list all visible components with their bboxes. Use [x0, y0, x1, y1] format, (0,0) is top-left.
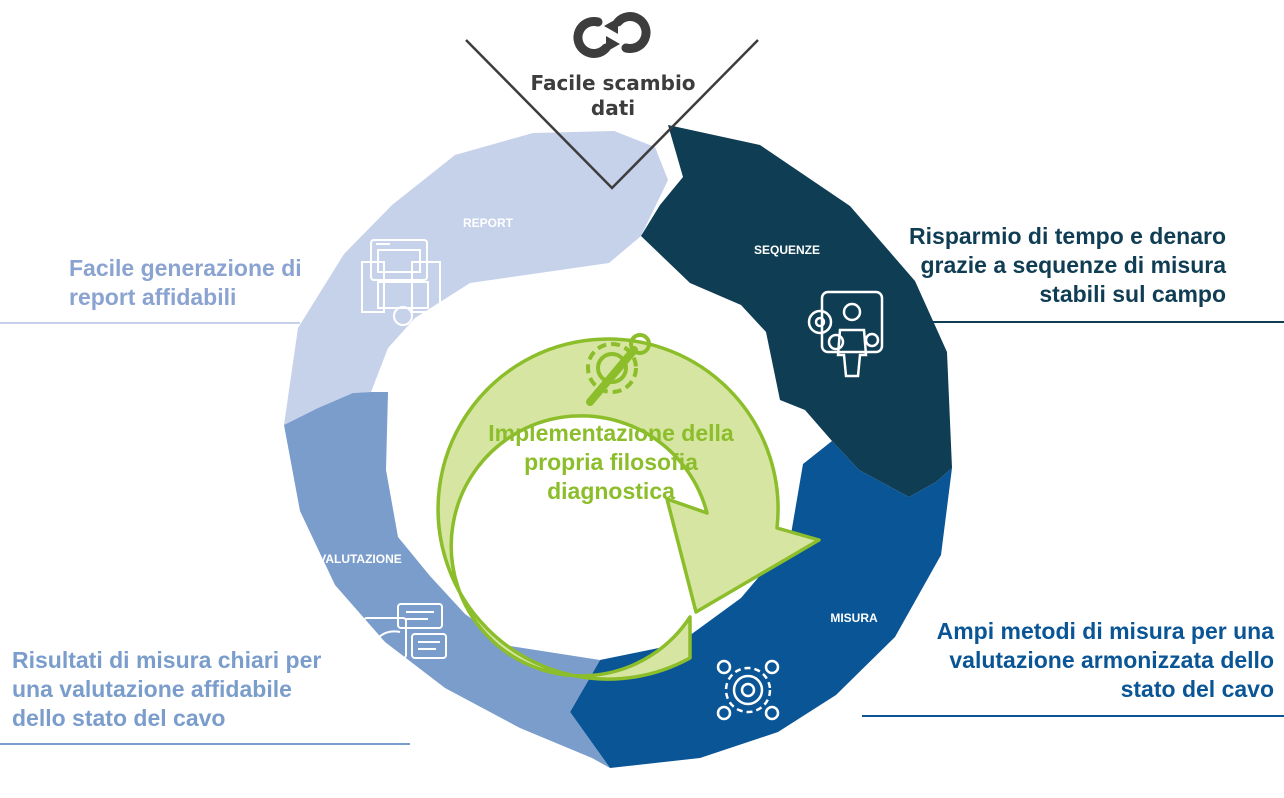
caption-sequenze-line3: stabili sul campo — [1039, 281, 1226, 307]
center-title-line1: Implementazione della — [488, 420, 734, 446]
segment-label-valutazione: VALUTAZIONE — [318, 552, 402, 566]
caption-misura: Ampi metodi di misura per una valutazion… — [937, 617, 1274, 704]
caption-valutazione-line1: Risultati di misura chiari per — [12, 647, 322, 673]
gear-network-icon — [716, 659, 780, 721]
center-cycle-arrow — [436, 337, 821, 681]
caption-valutazione-rule — [0, 743, 410, 745]
segment-report — [284, 131, 668, 425]
segment-label-report: REPORT — [463, 216, 514, 230]
caption-valutazione-line3: dello stato del cavo — [12, 705, 226, 731]
caption-misura-rule — [862, 715, 1284, 717]
caption-report: Facile generazione di report affidabili — [69, 254, 302, 312]
caption-report-line2: report affidabili — [69, 284, 237, 310]
sync-icon — [573, 12, 651, 58]
caption-misura-line3: stato del cavo — [1120, 676, 1274, 702]
report-dashboard-icon — [361, 239, 441, 326]
caption-misura-line1: Ampi metodi di misura per una — [936, 618, 1274, 644]
evaluation-chat-icon — [363, 603, 447, 668]
top-chevron — [465, 39, 759, 190]
person-gears-icon — [807, 290, 884, 378]
segment-misura — [570, 441, 952, 768]
center-title-line3: diagnostica — [547, 478, 675, 504]
caption-report-line1: Facile generazione di — [69, 255, 302, 281]
gear-wrench-icon — [586, 333, 651, 406]
caption-sequenze-line2: grazie a sequenze di misura — [920, 252, 1226, 278]
caption-valutazione: Risultati di misura chiari per una valut… — [12, 646, 321, 733]
caption-sequenze-line1: Risparmio di tempo e denaro — [909, 223, 1226, 249]
segment-label-sequenze: SEQUENZE — [754, 243, 820, 257]
caption-sequenze: Risparmio di tempo e denaro grazie a seq… — [909, 222, 1226, 309]
top-label-line2: dati — [591, 96, 635, 120]
caption-report-rule — [0, 322, 300, 324]
segment-sequenze — [641, 125, 952, 497]
segment-label-misura: MISURA — [830, 611, 878, 625]
segment-valutazione — [284, 392, 610, 768]
caption-sequenze-rule — [930, 321, 1284, 323]
center-title-line2: propria filosofia — [524, 449, 698, 475]
top-label-line1: Facile scambio — [530, 71, 695, 95]
caption-misura-line2: valutazione armonizzata dello — [949, 647, 1274, 673]
caption-valutazione-line2: una valutazione affidabile — [12, 676, 292, 702]
